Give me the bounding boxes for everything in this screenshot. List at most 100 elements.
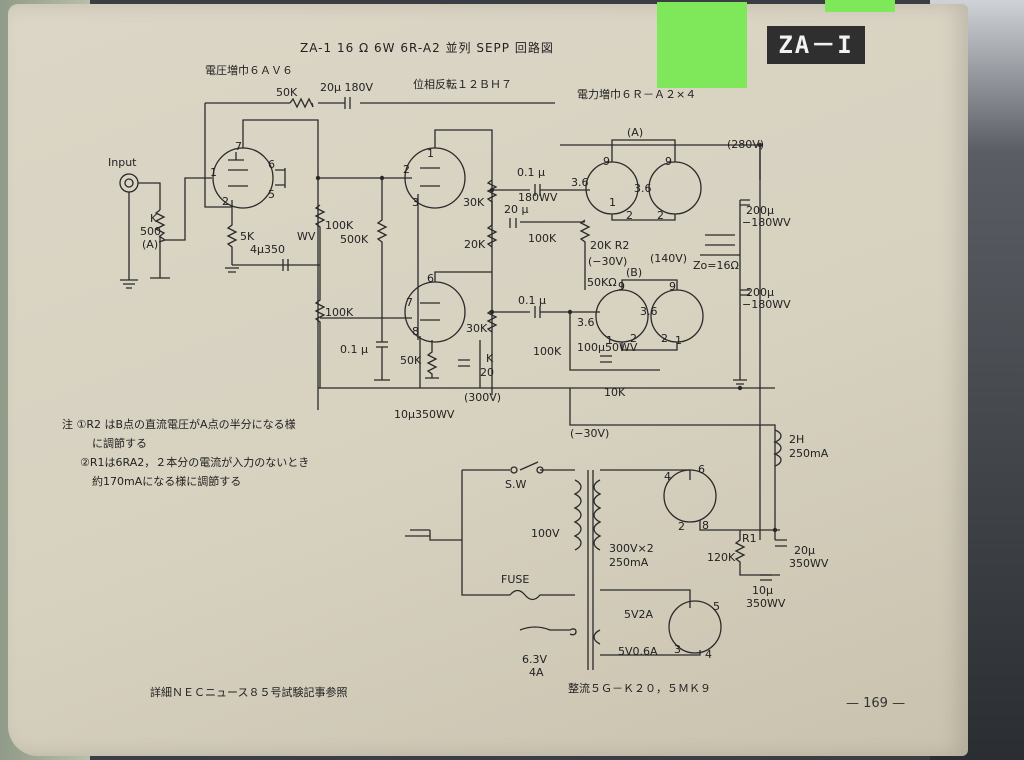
pin-label: 6	[698, 463, 705, 476]
label-r-100k-d: 100K	[533, 345, 562, 358]
label-c-feedback: 20μ 180V	[320, 81, 374, 94]
pin-label: 8	[702, 519, 709, 532]
label-c-180wv: 180WV	[518, 191, 558, 204]
label-r1: R1	[742, 532, 757, 545]
label-sec-5v: 5V2A	[624, 608, 654, 621]
note-line-4: 約170mAになる様に調節する	[92, 475, 242, 488]
pin-label: 2	[657, 209, 664, 222]
footer-reference: 詳細ＮＥＣニュース８５号試験記事参照	[150, 686, 348, 699]
power-transformer	[573, 470, 594, 670]
volume-label-k: K	[150, 212, 158, 225]
pin-label: 6	[268, 158, 275, 171]
resistor-5k	[226, 207, 238, 265]
pin-label: 3.6	[577, 316, 595, 329]
resistor-30k	[486, 179, 498, 248]
stage-label-phase-inverter: 位相反転１２ＢＨ７	[413, 78, 512, 91]
label-r-50k: 50K	[400, 354, 422, 367]
pin-label: 7	[235, 140, 242, 153]
label-choke-ma: 250mA	[789, 447, 829, 460]
label-point-b: (B)	[626, 266, 643, 279]
label-r-50ko: 50KΩ	[587, 276, 617, 289]
label-choke: 2H	[789, 433, 805, 446]
pin-label: 3.6	[634, 182, 652, 195]
label-c-350wv-b: 350WV	[746, 597, 786, 610]
resistor-50k	[425, 340, 439, 379]
pot-r2	[579, 219, 591, 290]
volume-pot	[150, 209, 170, 279]
label-point-a: (A)	[627, 126, 644, 139]
pin-label: 9	[669, 280, 676, 293]
pin-label: 3.6	[571, 176, 589, 189]
label-c-01-c: 0.1 μ	[518, 294, 546, 307]
note-line-3: ②R1は6RA2，２本分の電流が入力のないとき	[80, 456, 310, 469]
label-r-10k: 10K	[604, 386, 626, 399]
pin-label: 3	[674, 643, 681, 656]
label-100v: 100V	[531, 527, 560, 540]
label-sec-hv: 300V×2	[609, 542, 654, 555]
label-r-30k-a: 30K	[463, 196, 485, 209]
label-sec-5v06: 5V0.6A	[618, 645, 658, 658]
pin-label: 4	[664, 470, 671, 483]
label-fuse: FUSE	[501, 573, 530, 586]
pin-label: 1	[427, 147, 434, 160]
pin-label: 2	[222, 195, 229, 208]
label-sec-63: 6.3V	[522, 653, 548, 666]
label-r-20: 20	[480, 366, 494, 379]
label-r-5k: 5K	[240, 230, 255, 243]
tube-6ra2-a2	[648, 161, 702, 215]
pin-label: 1	[609, 196, 616, 209]
label-c-100u50wv: 100μ50WV	[577, 341, 638, 354]
label-zo: Zo=16Ω	[693, 259, 739, 272]
choke-coil	[773, 429, 782, 467]
label-c-10u350: 10μ350WV	[394, 408, 455, 421]
page-number: — 169 —	[846, 696, 906, 711]
pin-label: 4	[705, 648, 712, 661]
pin-label: 2	[403, 163, 410, 176]
pin-label: 5	[268, 188, 275, 201]
rectifier-5g-k20	[663, 469, 717, 523]
pin-label: 8	[412, 325, 419, 338]
pin-label: 3.6	[640, 305, 658, 318]
label-r-20k: 20K	[464, 238, 486, 251]
label-wv: WV	[297, 230, 316, 243]
pin-label: 9	[618, 280, 625, 293]
label-c-4u350: 4μ350	[250, 243, 285, 256]
green-sticky-tab-2	[825, 0, 895, 12]
label-v-140: (140V)	[650, 252, 688, 265]
book-page	[8, 4, 968, 756]
output-transformer	[700, 234, 740, 256]
label-r-100k-b: 100K	[325, 306, 354, 319]
pin-label: 6	[427, 272, 434, 285]
label-r-30k-b: 30K	[466, 322, 488, 335]
label-v-minus30-b: (−30V)	[570, 427, 610, 440]
pin-label: 7	[406, 296, 413, 309]
label-r-120k: 120K	[707, 551, 736, 564]
label-v-300: (300V)	[464, 391, 502, 404]
label-c-200u-a: 200μ	[746, 204, 774, 217]
fuse	[509, 589, 575, 601]
pin-label: 5	[713, 600, 720, 613]
pin-label: 9	[665, 155, 672, 168]
label-c-01-b: 0.1 μ	[517, 166, 545, 179]
pin-label: 9	[603, 155, 610, 168]
label-c-350wv: 350WV	[789, 557, 829, 570]
label-c-10u: 10μ	[752, 584, 773, 597]
label-c-01-a: 0.1 μ	[340, 343, 368, 356]
pin-label: 1	[606, 334, 613, 347]
label-v-minus30-a: (−30V)	[588, 255, 628, 268]
label-sec-4a: 4A	[529, 666, 544, 679]
label-r-feedback: 50K	[276, 86, 298, 99]
volume-label-point: (A)	[142, 238, 159, 251]
label-v-280: (280V)	[727, 138, 765, 151]
green-sticky-tab	[657, 2, 747, 88]
model-badge: ZA－I	[767, 26, 865, 64]
pin-label: 2	[678, 520, 685, 533]
pin-label: 2	[630, 332, 637, 345]
label-sec-ma: 250mA	[609, 556, 649, 569]
input-label: Input	[108, 156, 137, 169]
label-c-20u-350: 20μ	[794, 544, 815, 557]
label-r-k: K	[486, 352, 494, 365]
pin-label: 2	[626, 209, 633, 222]
